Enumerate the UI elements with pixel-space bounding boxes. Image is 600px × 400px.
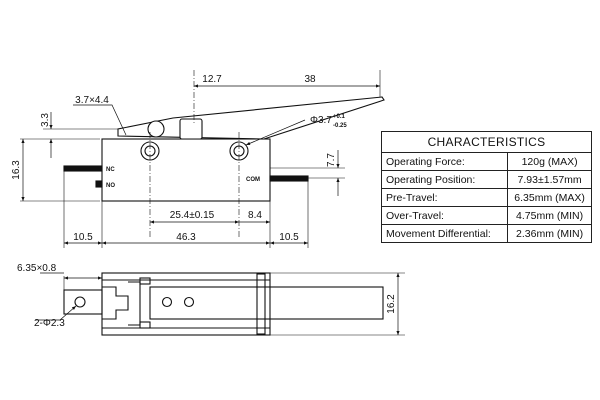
lever-pivot-block <box>179 118 203 140</box>
row-value: 120g (MAX) <box>507 152 592 171</box>
dim-terminal-holes: 2-Φ2.3 <box>34 318 65 329</box>
top-lever <box>149 286 384 320</box>
row-value: 6.35mm (MAX) <box>507 188 592 207</box>
dim-lever-pivot-offset: 12.7 <box>202 74 222 85</box>
pivot-pin <box>147 120 165 138</box>
terminal-hole <box>74 296 86 308</box>
table-row: Pre-Travel: 6.35mm (MAX) <box>380 188 592 207</box>
row-value: 7.93±1.57mm <box>507 170 592 189</box>
row-value: 2.36mm (MIN) <box>507 224 592 243</box>
row-value: 4.75mm (MIN) <box>507 206 592 225</box>
lever-hole-left <box>161 296 173 308</box>
terminal-no <box>95 180 103 188</box>
dim-body-length: 46.3 <box>176 232 196 243</box>
dim-hole-spacing: 25.4±0.15 <box>170 210 215 221</box>
row-label: Operating Position: <box>380 170 509 189</box>
dim-pin-hole: 3.7×4.4 <box>75 95 109 106</box>
row-label: Over-Travel: <box>380 206 509 225</box>
lever-hole-right <box>183 296 195 308</box>
dim-terminal-size: 6.35×0.8 <box>17 263 57 274</box>
characteristics-table: CHARACTERISTICS Operating Force: 120g (M… <box>380 131 592 243</box>
table-row: Over-Travel: 4.75mm (MIN) <box>380 206 592 225</box>
dim-body-height: 16.3 <box>11 160 22 180</box>
table-row: Movement Differential: 2.36mm (MIN) <box>380 224 592 243</box>
dim-width: 16.2 <box>386 294 397 314</box>
terminal-com <box>269 175 309 182</box>
top-view <box>35 272 405 336</box>
label-nc: NC <box>106 167 115 173</box>
top-view-labels: 6.35×0.8 2-Φ2.3 16.2 <box>17 263 397 329</box>
terminal-nc <box>63 165 103 172</box>
row-label: Movement Differential: <box>380 224 509 243</box>
dim-terminal-right: 10.5 <box>279 232 299 243</box>
top-terminal <box>63 289 103 315</box>
characteristics-title: CHARACTERISTICS <box>381 131 592 153</box>
row-label: Pre-Travel: <box>380 188 509 207</box>
dim-hole-edge: 8.4 <box>248 210 262 221</box>
row-label: Operating Force: <box>380 152 509 171</box>
table-row: Operating Position: 7.93±1.57mm <box>380 170 592 189</box>
dim-lever-height: 3.3 <box>40 113 51 127</box>
side-view-labels: 12.7 38 3.7×4.4 3.3 16.3 Φ3.7 +0.1 -0.25… <box>11 74 347 243</box>
side-view <box>20 70 385 248</box>
top-body <box>101 272 271 336</box>
switch-body <box>101 138 271 202</box>
dim-mount-hole-tol-plus: +0.1 <box>333 114 346 120</box>
dim-mount-hole-dia: Φ3.7 <box>310 115 332 126</box>
dim-com-offset: 7.7 <box>326 153 337 167</box>
dim-lever-length: 38 <box>304 74 316 85</box>
dim-terminal-left: 10.5 <box>73 232 93 243</box>
label-com: COM <box>246 177 260 183</box>
dim-mount-hole-tol-minus: -0.25 <box>333 123 347 129</box>
table-row: Operating Force: 120g (MAX) <box>380 152 592 171</box>
label-no: NO <box>106 183 115 189</box>
